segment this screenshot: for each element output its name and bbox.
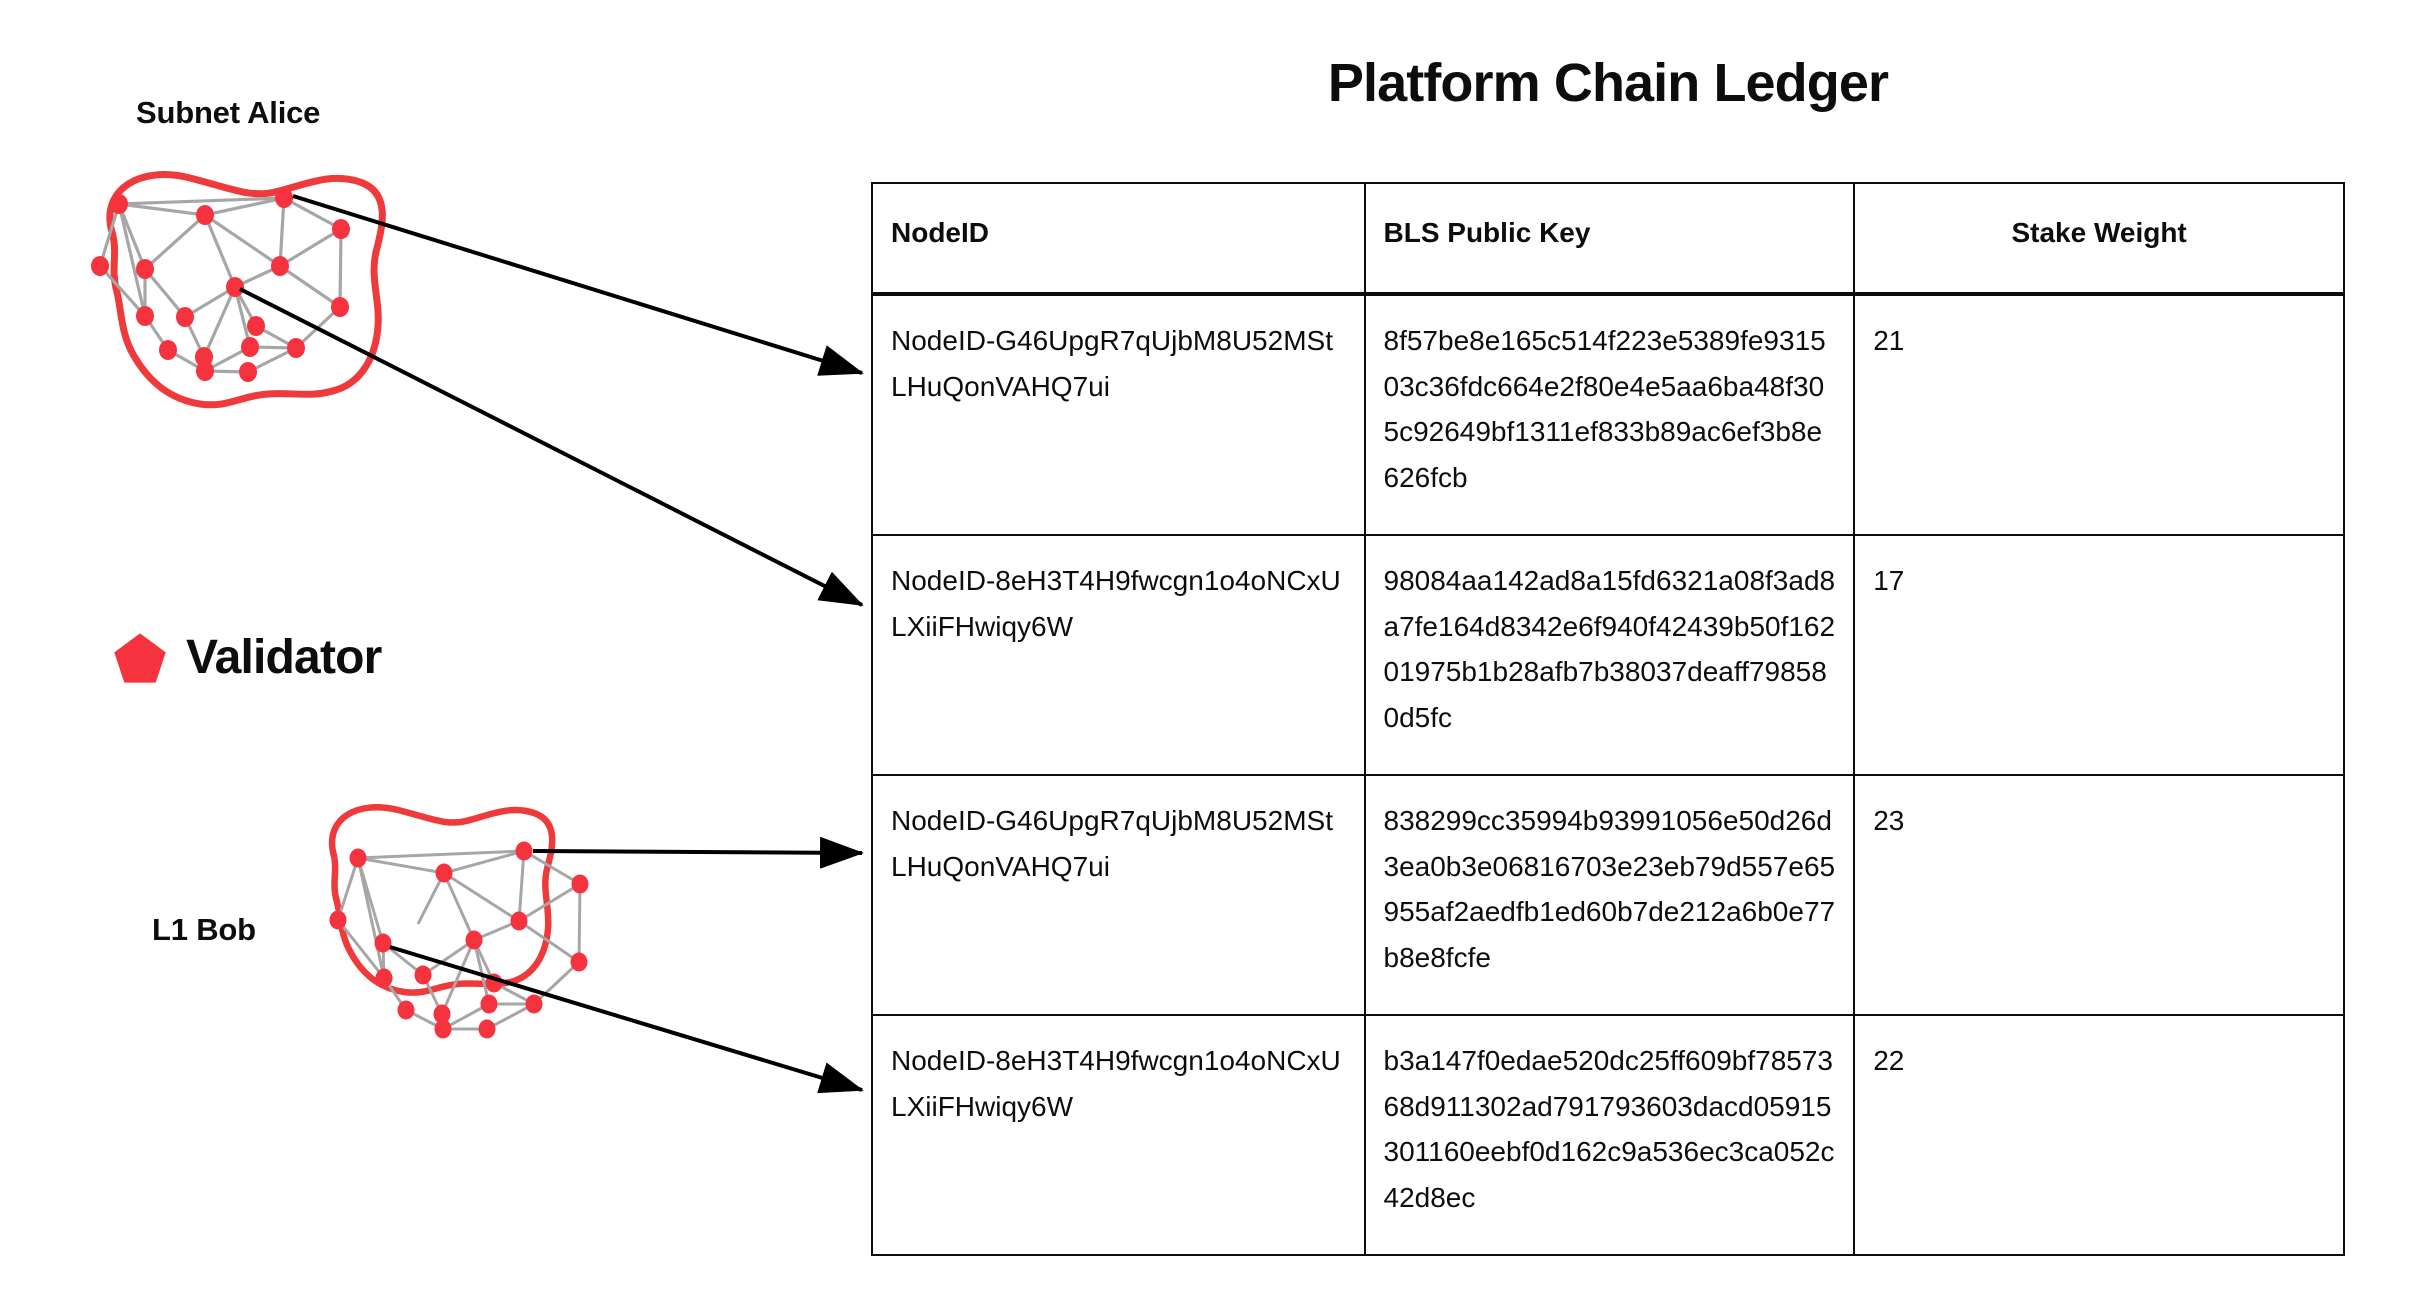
- validator-node: [136, 259, 154, 279]
- validator-node: [374, 933, 392, 953]
- table-row: NodeID-G46UpgR7qUjbM8U52MStLHuQonVAHQ7ui…: [871, 293, 2345, 536]
- validator-node: [478, 1019, 496, 1039]
- l1-bob-label: L1 Bob: [152, 912, 256, 947]
- validator-node: [515, 841, 533, 861]
- validator-node: [196, 205, 214, 225]
- validator-node: [110, 194, 128, 214]
- validator-node: [241, 337, 259, 357]
- validator-node: [375, 968, 393, 988]
- table-row: NodeID-G46UpgR7qUjbM8U52MStLHuQonVAHQ7ui…: [871, 774, 2345, 1016]
- cell-stake-weight: 22: [1853, 1014, 2345, 1256]
- column-header-bls-public-key: BLS Public Key: [1363, 182, 1856, 296]
- arrow-bob-to-row4: [389, 945, 864, 1094]
- l1-bob-nodes: [329, 841, 589, 1039]
- cell-stake-weight: 23: [1853, 774, 2345, 1016]
- platform-chain-ledger-table: NodeID BLS Public Key Stake Weight NodeI…: [871, 182, 2345, 1256]
- validator-node: [465, 930, 483, 950]
- validator-node: [136, 306, 154, 326]
- cell-nodeid: NodeID-8eH3T4H9fwcgn1o4oNCxULXiiFHwiqy6W: [871, 534, 1366, 776]
- cell-bls-public-key: 8f57be8e165c514f223e5389fe931503c36fdc66…: [1363, 293, 1856, 536]
- validator-node: [226, 277, 244, 297]
- validator-node: [329, 910, 347, 930]
- cell-bls-public-key: b3a147f0edae520dc25ff609bf7857368d911302…: [1363, 1014, 1856, 1256]
- table-row: NodeID-8eH3T4H9fwcgn1o4oNCxULXiiFHwiqy6W…: [871, 534, 2345, 776]
- validator-node: [525, 994, 543, 1014]
- validator-node: [275, 188, 293, 208]
- validator-node: [195, 347, 213, 367]
- validator-node: [433, 1004, 451, 1024]
- pentagon-icon: [114, 633, 166, 683]
- validator-node: [435, 863, 453, 883]
- validator-node: [414, 965, 432, 985]
- subnet-alice-nodes: [91, 188, 350, 382]
- validator-node: [480, 994, 498, 1014]
- cell-stake-weight: 17: [1853, 534, 2345, 776]
- validator-node: [287, 338, 305, 358]
- l1-bob-outline: [328, 804, 556, 996]
- cell-nodeid: NodeID-8eH3T4H9fwcgn1o4oNCxULXiiFHwiqy6W: [871, 1014, 1366, 1256]
- cell-bls-public-key: 98084aa142ad8a15fd6321a08f3ad8a7fe164d83…: [1363, 534, 1856, 776]
- arrow-alice-to-row1: [292, 194, 864, 376]
- validator-node: [196, 361, 214, 381]
- validator-node: [271, 256, 289, 276]
- validator-legend-label: Validator: [186, 631, 382, 684]
- validator-node: [349, 848, 367, 868]
- cell-nodeid: NodeID-G46UpgR7qUjbM8U52MStLHuQonVAHQ7ui: [871, 774, 1366, 1016]
- validator-node: [571, 874, 589, 894]
- subnet-alice-edges: [98, 196, 343, 374]
- subnet-alice-group: [91, 171, 386, 409]
- validator-legend: Validator: [112, 630, 382, 686]
- validator-node: [397, 1000, 415, 1020]
- validator-node: [485, 973, 503, 993]
- cell-nodeid: NodeID-G46UpgR7qUjbM8U52MStLHuQonVAHQ7ui: [871, 293, 1366, 536]
- subnet-alice-outline: [106, 171, 386, 409]
- table-header-row: NodeID BLS Public Key Stake Weight: [871, 182, 2345, 296]
- validator-node: [239, 362, 257, 382]
- l1-bob-edges: [336, 849, 582, 1031]
- page-title: Platform Chain Ledger: [1327, 53, 1889, 113]
- validator-node: [332, 219, 350, 239]
- table-row: NodeID-8eH3T4H9fwcgn1o4oNCxULXiiFHwiqy6W…: [871, 1014, 2345, 1256]
- validator-node: [176, 307, 194, 327]
- validator-node: [159, 340, 177, 360]
- column-header-nodeid: NodeID: [871, 182, 1366, 296]
- validator-node: [570, 952, 588, 972]
- validator-node: [247, 316, 265, 336]
- cell-stake-weight: 21: [1853, 293, 2345, 536]
- validator-node: [331, 297, 349, 317]
- arrow-bob-to-row3: [532, 836, 864, 869]
- validator-node: [91, 256, 109, 276]
- cell-bls-public-key: 838299cc35994b93991056e50d26d3ea0b3e0681…: [1363, 774, 1856, 1016]
- validator-node: [510, 911, 528, 931]
- validator-node: [434, 1019, 452, 1039]
- subnet-alice-label: Subnet Alice: [136, 95, 321, 130]
- l1-bob-group: [328, 804, 589, 1039]
- column-header-stake-weight: Stake Weight: [1853, 182, 2345, 296]
- arrow-alice-to-row2: [239, 287, 864, 607]
